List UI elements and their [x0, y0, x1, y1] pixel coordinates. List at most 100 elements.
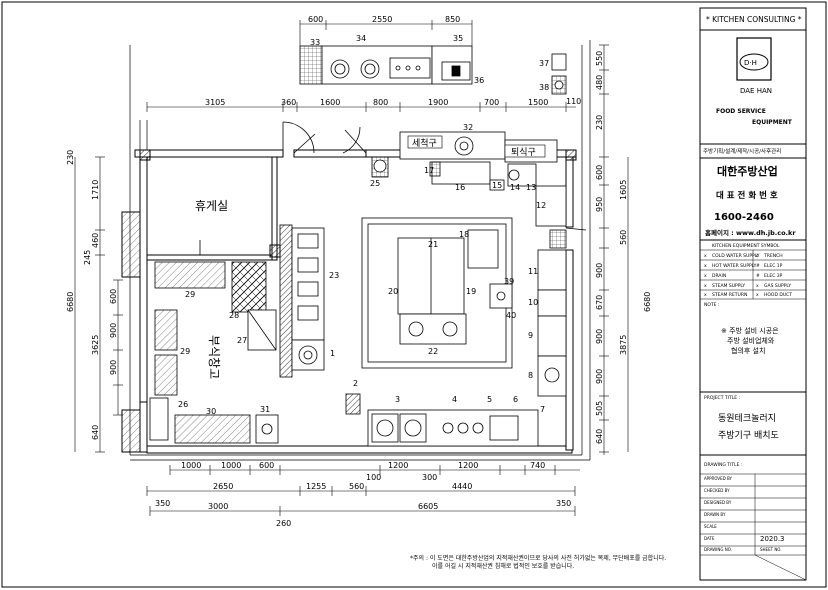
item-number: 11	[528, 267, 538, 276]
note-text-1: ※ 주방 설비 시공은	[721, 326, 779, 335]
item-number: 8	[528, 371, 533, 380]
approved-label: APPROVED BY	[704, 476, 733, 481]
legend-title: KITCHEN EQUIPMENT SYMBOL	[712, 243, 780, 249]
item-number: 6	[513, 395, 518, 404]
dim-text: 1200	[388, 461, 408, 470]
dim-text: 1000	[221, 461, 241, 470]
item-number: 36	[474, 76, 484, 85]
item-number: 29	[185, 290, 195, 299]
scale-label: SCALE	[704, 524, 717, 529]
dim-text: 100	[366, 473, 381, 482]
footer-note-line-1: *주의 : 이 도면은 대한주방산업의 지적재산권이므로 당사의 사전 허가없는…	[410, 554, 666, 562]
legend-symbol: x	[756, 293, 759, 298]
dim-text: 740	[530, 461, 545, 470]
logo-text: D·H	[744, 59, 757, 67]
center-island	[361, 217, 513, 369]
project-title-1: 동원테크놀러지	[718, 413, 776, 424]
dim-text: 3875	[619, 335, 628, 355]
dim-text: 700	[484, 98, 499, 107]
dim-text: 4440	[452, 482, 472, 491]
dim-text: 1710	[91, 180, 100, 200]
dim-text: 2550	[372, 15, 392, 24]
item-number: 3	[395, 395, 400, 404]
washing-label-box: 세척구	[407, 135, 443, 149]
item-number: 30	[206, 407, 216, 416]
item-number: 16	[455, 183, 465, 192]
dim-text: 560	[619, 230, 628, 245]
item-number: 34	[356, 34, 366, 43]
right-line	[537, 229, 567, 397]
note-text-3: 협의후 설치	[731, 346, 765, 355]
logo-name: DAE HAN	[740, 87, 772, 95]
range-line	[279, 224, 325, 378]
dim-text: 300	[422, 473, 437, 482]
legend-symbol: x	[704, 274, 707, 279]
dim-text: 1605	[619, 180, 628, 200]
room-label-washing: 세척구	[412, 138, 437, 149]
room-label-rest: 휴게실	[195, 199, 228, 213]
legend-symbol: x	[756, 284, 759, 289]
dim-text: 1900	[428, 98, 448, 107]
dim-text: 480	[595, 75, 604, 90]
legend-item: COLD WATER SUPPLY	[712, 253, 760, 259]
item-number: 28	[229, 311, 239, 320]
item-number: 4	[452, 395, 457, 404]
dim-text: 350	[556, 499, 571, 508]
item-number: 35	[453, 34, 463, 43]
doors	[199, 121, 587, 255]
designed-label: DESIGNED BY	[704, 500, 732, 505]
date-value: 2020.3	[760, 535, 785, 543]
item-number: 33	[310, 38, 320, 47]
date-label: DATE	[704, 536, 715, 541]
dim-text: 6680	[643, 292, 652, 312]
company-name: 대한주방산업	[717, 164, 778, 178]
dim-text: 670	[595, 295, 604, 310]
dim-text: 245	[83, 250, 92, 265]
legend-item: ELEC 3P	[764, 273, 783, 279]
item-number: 22	[428, 347, 438, 356]
columns	[121, 149, 577, 453]
dim-text: 550	[595, 51, 604, 66]
legend-symbol: #	[756, 273, 760, 279]
exterior-equipment	[299, 45, 567, 95]
item-number: 18	[459, 230, 469, 239]
dim-text: 950	[595, 197, 604, 212]
item-number: 17	[424, 166, 434, 175]
dim-text: 460	[91, 233, 100, 248]
item-number: 21	[428, 240, 438, 249]
item-number: 12	[536, 201, 546, 210]
item-number: 32	[463, 123, 473, 132]
legend-symbol: x	[704, 293, 707, 298]
item-number: 26	[178, 400, 188, 409]
drawn-label: DRAWN BY	[704, 512, 726, 517]
services-text: 주방기획/설계/제작/시공/사후관리	[703, 147, 781, 155]
item-number: 19	[466, 287, 476, 296]
dim-text: 360	[281, 98, 296, 107]
item-number: 40	[506, 311, 516, 320]
dim-text: 600	[109, 289, 118, 304]
slogan-line-1: FOOD SERVICE	[716, 108, 766, 115]
item-number: 23	[329, 271, 339, 280]
dim-text: 560	[349, 482, 364, 491]
project-label: PROJECT TITLE :	[704, 395, 740, 401]
dim-text: 850	[445, 15, 460, 24]
note-text-2: 주방 설비업체와	[727, 336, 775, 345]
dim-text: 900	[109, 323, 118, 338]
dim-text: 1500	[528, 98, 548, 107]
drawing-label: DRAWING TITLE :	[704, 462, 742, 468]
outer-lines	[129, 40, 591, 461]
storage-area	[149, 261, 279, 444]
tray-label-box: 퇴식구	[504, 144, 546, 158]
item-number: 14	[510, 183, 520, 192]
legend-item: STEAM RETURN	[712, 292, 747, 298]
phone-title: 대 표 전 화 번 호	[716, 190, 778, 201]
drawing-no-label: DRAWING NO.	[704, 547, 732, 552]
dim-text: 230	[595, 115, 604, 130]
dim-text: 900	[595, 263, 604, 278]
item-numbers: 1 2 3 4 5 6 7 8 9 10 11 12 13 14 15 16 1…	[178, 34, 549, 416]
bottom-line	[345, 393, 539, 447]
dimension-lines	[74, 20, 629, 516]
dim-text: 900	[109, 360, 118, 375]
legend-item: HOOD DUCT	[764, 292, 792, 298]
item-number: 25	[370, 179, 380, 188]
